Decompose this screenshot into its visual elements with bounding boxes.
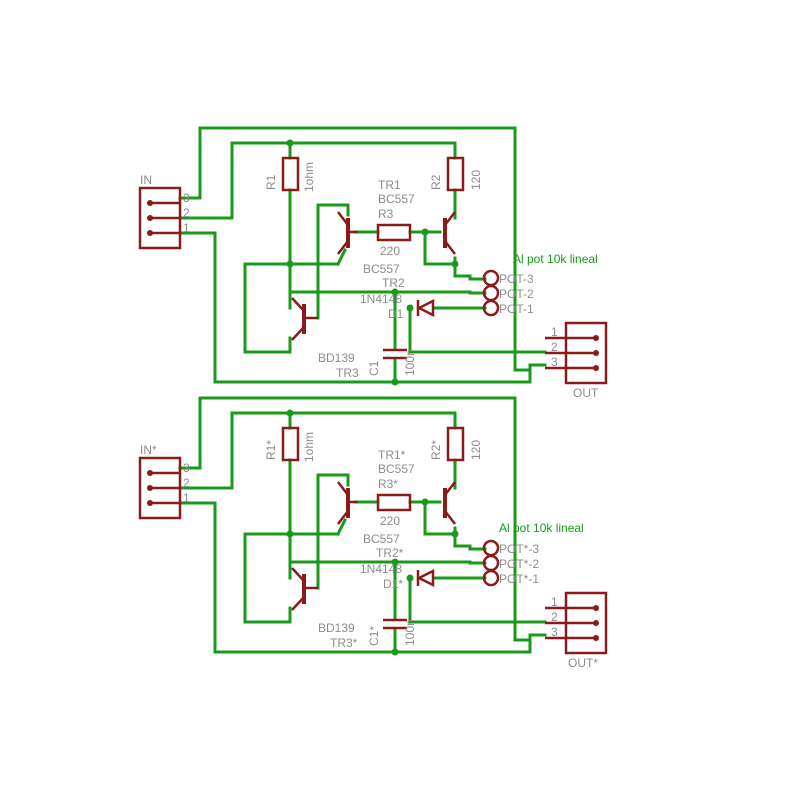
tr1-value: BC557 bbox=[378, 192, 415, 206]
tr3-label: TR3* bbox=[330, 636, 358, 650]
wires bbox=[178, 126, 547, 384]
tr1-transistor: TR1 BC557 bbox=[337, 178, 415, 255]
tr3-label: TR3 bbox=[336, 366, 359, 380]
tr3-value: BD139 bbox=[318, 351, 355, 365]
pot-pads: POT-3 POT-2 POT-1 Al pot 10k lineal bbox=[482, 252, 598, 317]
r2-value: 120 bbox=[469, 440, 483, 460]
junctions bbox=[286, 409, 459, 656]
r2-label: R2 bbox=[429, 174, 443, 190]
in-label: IN* bbox=[140, 443, 157, 457]
r3-value: 220 bbox=[380, 244, 400, 258]
out-connector: 1 2 3 OUT bbox=[545, 321, 608, 400]
r3-label: R3 bbox=[378, 207, 394, 221]
tr2-value: BC557 bbox=[363, 262, 400, 276]
pot1-label: POT-1 bbox=[499, 302, 534, 316]
r1-resistor: R1 1ohm bbox=[264, 156, 316, 192]
tr2-value: BC557 bbox=[363, 532, 400, 546]
out-pin-3: 3 bbox=[551, 625, 558, 639]
r1-label: R1* bbox=[264, 440, 278, 460]
r2-resistor: R2* 120 bbox=[429, 426, 483, 462]
tr2-transistor: BC557 TR2* bbox=[363, 481, 456, 560]
out-pin-2: 2 bbox=[551, 610, 558, 624]
c1-capacitor: C1 100n bbox=[367, 348, 417, 376]
d1-diode: 1N4148 D1* bbox=[360, 562, 435, 591]
in-pin-2: 2 bbox=[183, 476, 190, 490]
pot1-label: POT*-1 bbox=[499, 572, 539, 586]
r1-label: R1 bbox=[264, 174, 278, 190]
d1-value: 1N4148 bbox=[360, 292, 402, 306]
pot-note: Al pot 10k lineal bbox=[499, 521, 584, 535]
pot2-label: POT-2 bbox=[499, 287, 534, 301]
r1-value: 1ohm bbox=[302, 162, 316, 192]
pot-pads: POT*-3 POT*-2 POT*-1 Al pot 10k lineal bbox=[482, 521, 584, 587]
out-pin-1: 1 bbox=[551, 325, 558, 339]
in-connector: IN 3 2 1 bbox=[138, 173, 190, 250]
wires bbox=[178, 396, 547, 654]
junctions bbox=[286, 139, 459, 386]
out-label: OUT bbox=[573, 386, 599, 400]
c1-capacitor: C1* 100n bbox=[367, 618, 417, 646]
c1-value: 100n bbox=[403, 349, 417, 376]
in-pin-1: 1 bbox=[183, 221, 190, 235]
d1-value: 1N4148 bbox=[360, 562, 402, 576]
r3-resistor: R3 220 bbox=[376, 207, 412, 258]
tr1-value: BC557 bbox=[378, 462, 415, 476]
out-connector: 1 2 3 OUT* bbox=[545, 591, 608, 670]
r1-value: 1ohm bbox=[302, 432, 316, 462]
r1-resistor: R1* 1ohm bbox=[264, 426, 316, 462]
out-label: OUT* bbox=[568, 656, 598, 670]
c1-label: C1 bbox=[367, 360, 381, 376]
d1-diode: 1N4148 D1 bbox=[360, 292, 435, 321]
tr1-label: TR1* bbox=[378, 448, 406, 462]
in-pin-3: 3 bbox=[183, 191, 190, 205]
tr3-transistor: BD139 TR3* bbox=[291, 567, 358, 650]
r2-value: 120 bbox=[469, 170, 483, 190]
pot2-label: POT*-2 bbox=[499, 557, 539, 571]
c1-value: 100n bbox=[403, 619, 417, 646]
out-pin-2: 2 bbox=[551, 340, 558, 354]
tr1-label: TR1 bbox=[378, 178, 401, 192]
r3-label: R3* bbox=[378, 477, 398, 491]
pot-note: Al pot 10k lineal bbox=[513, 252, 598, 266]
in-pin-3: 3 bbox=[183, 461, 190, 475]
d1-label: D1 bbox=[388, 307, 404, 321]
tr2-transistor: BC557 TR2 bbox=[363, 211, 456, 290]
channel-1: IN 3 2 1 R1 1ohm R2 120 R3 220 bbox=[138, 126, 608, 400]
pot3-label: POT*-3 bbox=[499, 542, 539, 556]
c1-label: C1* bbox=[367, 626, 381, 646]
tr2-label: TR2 bbox=[382, 276, 405, 290]
channel-2: IN* 3 2 1 R1* 1ohm R2* 120 R3* 220 TR1* … bbox=[138, 396, 608, 670]
r2-label: R2* bbox=[429, 440, 443, 460]
tr1-transistor: TR1* BC557 bbox=[337, 448, 415, 525]
out-pin-1: 1 bbox=[551, 595, 558, 609]
pot3-label: POT-3 bbox=[499, 272, 534, 286]
out-pin-3: 3 bbox=[551, 355, 558, 369]
in-connector: IN* 3 2 1 bbox=[138, 443, 190, 520]
d1-label: D1* bbox=[383, 577, 403, 591]
r3-resistor: R3* 220 bbox=[376, 477, 412, 528]
tr3-value: BD139 bbox=[318, 621, 355, 635]
tr2-label: TR2* bbox=[376, 546, 404, 560]
r2-resistor: R2 120 bbox=[429, 156, 483, 192]
in-label: IN bbox=[140, 173, 152, 187]
in-pin-1: 1 bbox=[183, 491, 190, 505]
tr3-transistor: BD139 TR3 bbox=[291, 297, 359, 380]
r3-value: 220 bbox=[380, 514, 400, 528]
in-pin-2: 2 bbox=[183, 206, 190, 220]
